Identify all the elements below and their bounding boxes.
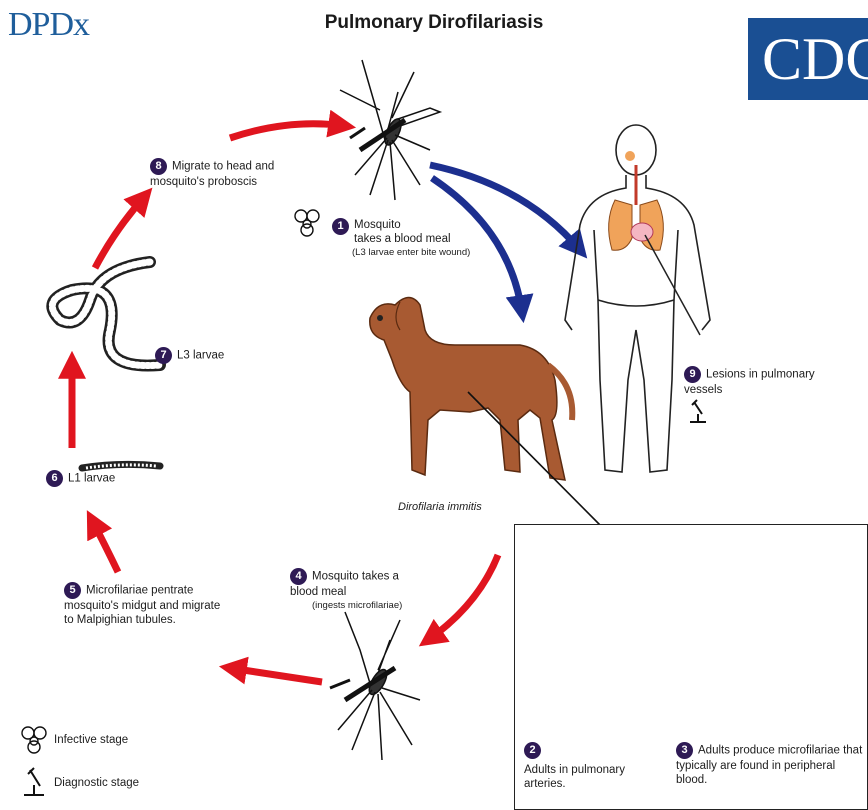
page-title: Pulmonary Dirofilariasis (0, 12, 868, 34)
arrow-7-to-8 (95, 196, 145, 268)
arrow-4-to-5 (230, 668, 322, 682)
biohazard-icon (22, 727, 46, 753)
stage-8-label: 8Migrate to head and mosquito's probosci… (150, 158, 290, 189)
stage-2-label: 2 Adults in pulmonary arteries. (524, 742, 644, 791)
cdc-logo-text: CDC (762, 26, 868, 92)
stage-4-number: 4 (290, 568, 307, 585)
stage-2-number: 2 (524, 742, 541, 759)
stage-3-number: 3 (676, 742, 693, 759)
stage-8-text: Migrate to head and mosquito's proboscis (150, 161, 274, 188)
microscope-icon (24, 768, 44, 795)
mosquito-top (340, 60, 440, 200)
stage-7-text: L3 larvae (177, 350, 224, 362)
stage-2-text: Adults in pulmonary arteries. (524, 763, 644, 791)
stage-3-text: Adults produce microfilariae that typica… (676, 745, 862, 786)
stage-1-label: 1 Mosquito takes a blood meal (L3 larvae … (332, 218, 512, 260)
biohazard-icon (295, 210, 319, 236)
stage-8-number: 8 (150, 158, 167, 175)
legend-infective: Infective stage (54, 733, 128, 747)
mosquito-bottom (330, 612, 420, 760)
cdc-logo: CDC (748, 18, 868, 100)
stage-6-text: L1 larvae (68, 473, 115, 485)
arrow-5-to-6 (92, 520, 118, 572)
stage-3-label: 3Adults produce microfilariae that typic… (676, 742, 866, 787)
stage-6-number: 6 (46, 470, 63, 487)
stage-5-label: 5Microfilariae pentrate mosquito's midgu… (64, 582, 224, 627)
species-label: Dirofilaria immitis (398, 500, 482, 514)
stage-1-note: (L3 larvae enter bite wound) (352, 246, 512, 260)
stage-4-note: (ingests microfilariae) (312, 599, 430, 613)
stage-9-number: 9 (684, 366, 701, 383)
arrow-inset-to-4 (428, 555, 498, 640)
dog-figure (370, 298, 600, 526)
stage-9-text: Lesions in pulmonary vessels (684, 369, 815, 396)
stage-5-text: Microfilariae pentrate mosquito's midgut… (64, 585, 220, 626)
arrow-8-to-1 (230, 124, 345, 138)
l3-larva (52, 262, 160, 366)
stage-5-number: 5 (64, 582, 81, 599)
stage-1-number: 1 (332, 218, 349, 235)
stage-9-label: 9Lesions in pulmonary vessels (684, 366, 854, 397)
stage-1-text: Mosquito takes a blood meal (354, 218, 451, 246)
stage-7-label: 7 L3 larvae (155, 347, 275, 364)
legend-diagnostic: Diagnostic stage (54, 776, 139, 790)
stage-4-label: 4Mosquito takes a blood meal (ingests mi… (290, 568, 430, 613)
l1-larva (82, 464, 160, 468)
microscope-icon (690, 400, 706, 422)
stage-6-label: 6 L1 larvae (46, 470, 166, 487)
human-lungs (609, 151, 700, 335)
stage-7-number: 7 (155, 347, 172, 364)
